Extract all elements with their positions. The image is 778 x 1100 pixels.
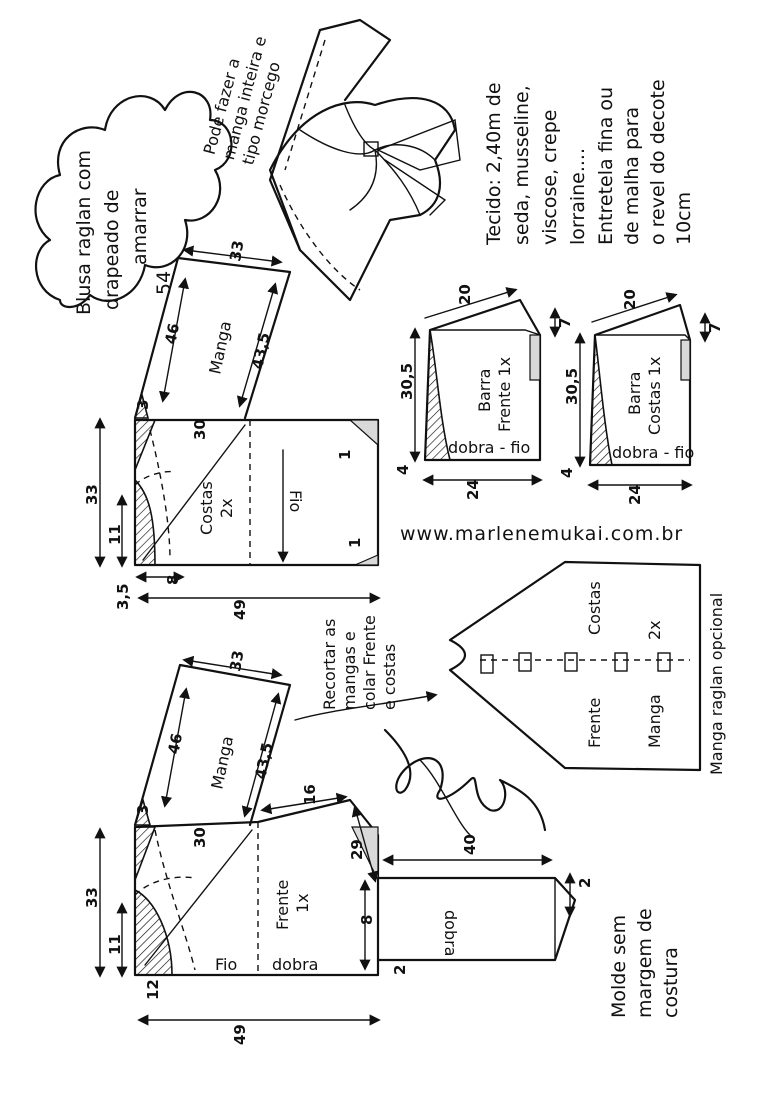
signature [383,728,547,836]
back-d33: 33 [83,484,101,505]
back-d35: 3,5 [114,583,132,610]
recortar-note: Recortar as mangas e colar Frente e cost… [294,615,438,721]
fabric-line-2: seda, musseline, [511,85,533,245]
fabric-line-7: o revel do decote [647,79,669,245]
fabric-line-5: Entretela fina ou [595,87,617,245]
front-sleeve-d33: 33 [226,649,247,673]
back-piece-label: Costas [197,481,216,535]
barra-frente-d24: 24 [464,479,482,500]
back-sleeve-d33: 33 [226,239,247,263]
barra-costas-d4: 4 [558,468,576,478]
barra-costas-d305: 30,5 [563,368,581,405]
website-url: www.marlenemukai.com.br [400,523,683,545]
front-sleeve-d46: 46 [164,732,186,756]
raglan-manga: Manga [645,694,664,748]
recortar-line-3: colar Frente [360,615,379,710]
raglan-count: 2x [645,620,664,640]
barra-costas-sub: Costas 1x [645,357,664,435]
raglan-optional: Costas 2x Frente Manga Manga raglan opci… [448,560,726,775]
recortar-line-2: mangas e [340,631,359,710]
raglan-costas: Costas [585,581,604,635]
mold-line-1: Molde sem [608,915,630,1018]
back-piece-count: 2x [217,498,236,518]
back-sleeve: Manga 46 43,5 33 [133,239,292,420]
front-d2: 2 [391,965,409,975]
back-d8: 8 [164,575,182,585]
mold-line-2: margem de [634,908,656,1018]
barra-frente-d7: 7 [556,318,574,328]
fabric-line-8: 10cm [673,192,695,245]
barra-frente-label: Barra [475,369,494,412]
barra-frente-fold: dobra - fio [448,438,530,457]
front-d8: 8 [358,915,376,925]
fabric-note: Tecido: 2,40m de seda, musseline, viscos… [483,79,695,246]
front-d3: 3 [134,805,152,815]
front-d16: 16 [301,784,319,805]
recortar-line-4: e costas [380,644,399,710]
barra-costas: Barra Costas 1x dobra - fio 30,5 24 20 4… [558,289,724,505]
mold-line-3: costura [660,947,682,1018]
barra-costas-d24: 24 [626,484,644,505]
fabric-line-6: de malha para [621,107,643,245]
fabric-line-3: viscose, crepe [539,110,561,245]
front-piece: Frente 1x Fio dobra 33 11 12 49 30 3 16 … [83,784,409,1045]
raglan-caption: Manga raglan opcional [707,593,726,775]
barra-costas-d7: 7 [706,323,724,333]
back-d1b: 1 [346,538,364,548]
back-sleeve-d46: 46 [161,322,183,346]
barra-frente: Barra Frente 1x dobra - fio 30,5 24 20 4… [394,284,574,500]
barra-costas-fold: dobra - fio [612,443,694,462]
front-d11: 11 [106,934,124,955]
front-piece-label: Frente [273,880,292,930]
fabric-line-1: Tecido: 2,40m de [483,82,505,246]
barra-costas-label: Barra [625,372,644,415]
back-sleeve-d435: 43,5 [248,331,273,371]
back-d11: 11 [106,524,124,545]
mold-note: Molde sem margem de costura [608,908,682,1018]
title-line-1: Blusa raglan com [73,150,95,315]
front-d29: 29 [348,839,366,860]
fabric-line-4: lorraine.... [567,148,589,245]
front-sleeve: Manga 46 43,5 33 [133,649,292,827]
back-sleeve-label: Manga [205,319,235,375]
front-d49: 49 [231,1024,249,1045]
barra-costas-d20: 20 [621,289,639,310]
barra-frente-d305: 30,5 [398,363,416,400]
back-piece: Costas 2x Fio 33 11 3,5 8 49 30 3 1 1 [83,400,381,620]
back-piece-grain: Fio [286,490,305,512]
front-d30: 30 [191,827,209,848]
front-sleeve-d435: 43,5 [251,741,276,781]
front-piece-fold: dobra [272,955,318,974]
front-piece-count: 1x [293,893,312,913]
barra-frente-d4: 4 [394,465,412,475]
front-d12: 12 [144,979,162,1000]
tie-fold: dobra [441,910,460,956]
barra-frente-sub: Frente 1x [495,357,514,432]
title-line-3: amarrar [129,188,151,265]
back-d30: 30 [191,419,209,440]
recortar-line-1: Recortar as [320,619,339,710]
barra-frente-d20: 20 [456,284,474,305]
back-d1a: 1 [336,450,354,460]
tie-piece: dobra 40 2 [376,834,594,962]
raglan-frente: Frente [585,698,604,748]
back-d49: 49 [231,599,249,620]
title-line-2: drapeado de [101,190,123,310]
tie-d40: 40 [461,834,479,855]
front-sleeve-label: Manga [207,734,237,790]
front-piece-grain: Fio [215,955,237,974]
title-cloud: Blusa raglan com drapeado de amarrar 54 [34,90,233,315]
front-d33: 33 [83,887,101,908]
tie-d2: 2 [576,878,594,888]
